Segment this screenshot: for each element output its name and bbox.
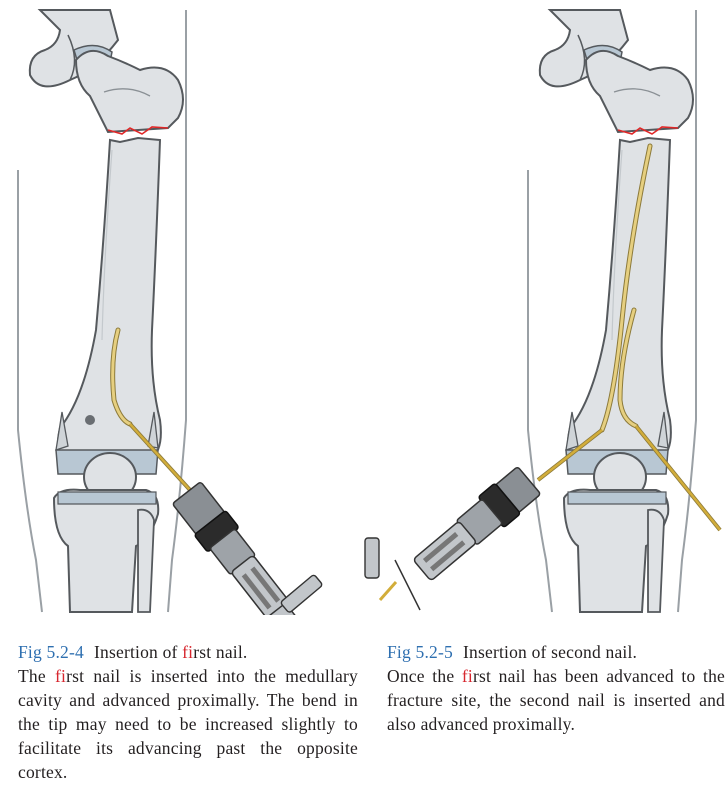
figure-title: Insertion of first nail.	[93, 642, 248, 662]
figure-title-line: Fig 5.2-5 Insertion of second nail.	[387, 640, 725, 664]
figure-number: Fig 5.2-5	[387, 642, 453, 662]
figure-body-text: The first nail is inserted into the medu…	[18, 666, 358, 782]
figure-right-illustration	[527, 9, 722, 613]
caption-fig-5-2-4: Fig 5.2-4 Insertion of first nail. The fi…	[18, 640, 358, 784]
figure-left-illustration	[17, 9, 323, 615]
figure-number: Fig 5.2-4	[18, 642, 84, 662]
figure-title: Insertion of second nail.	[462, 642, 638, 662]
figure-body-text: Once the first nail has been advanced to…	[387, 666, 726, 734]
figure-title-line: Fig 5.2-4 Insertion of first nail.	[18, 640, 358, 664]
figure-illustrations	[17, 9, 722, 615]
caption-fig-5-2-5: Fig 5.2-5 Insertion of second nail. Once …	[387, 640, 725, 736]
